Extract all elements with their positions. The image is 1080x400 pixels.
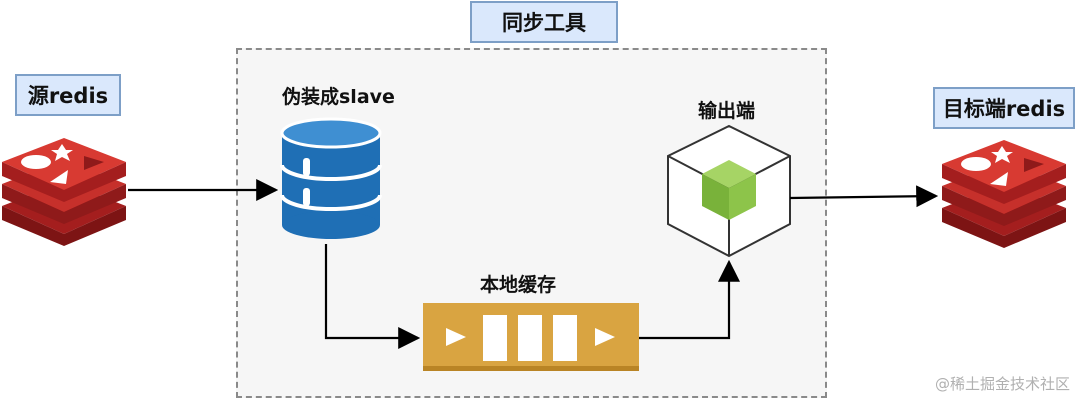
output-label: 输出端 [698, 100, 756, 122]
cache-label: 本地缓存 [480, 274, 557, 296]
queue-icon [423, 303, 639, 371]
database-icon [280, 117, 382, 239]
arrow-slave-to-cache [324, 244, 421, 349]
source-redis-label: 源redis [15, 74, 121, 116]
arrow-output-to-target [789, 185, 939, 208]
watermark-text: @稀土掘金技术社区 [934, 375, 1070, 393]
arrow-cache-to-output [639, 259, 740, 340]
sync-tool-title: 同步工具 [470, 1, 618, 43]
target-redis-icon [942, 140, 1066, 248]
source-redis-icon [2, 138, 126, 246]
target-redis-label: 目标端redis [933, 87, 1075, 129]
slave-label: 伪装成slave [282, 86, 395, 108]
cube-icon [667, 124, 791, 258]
